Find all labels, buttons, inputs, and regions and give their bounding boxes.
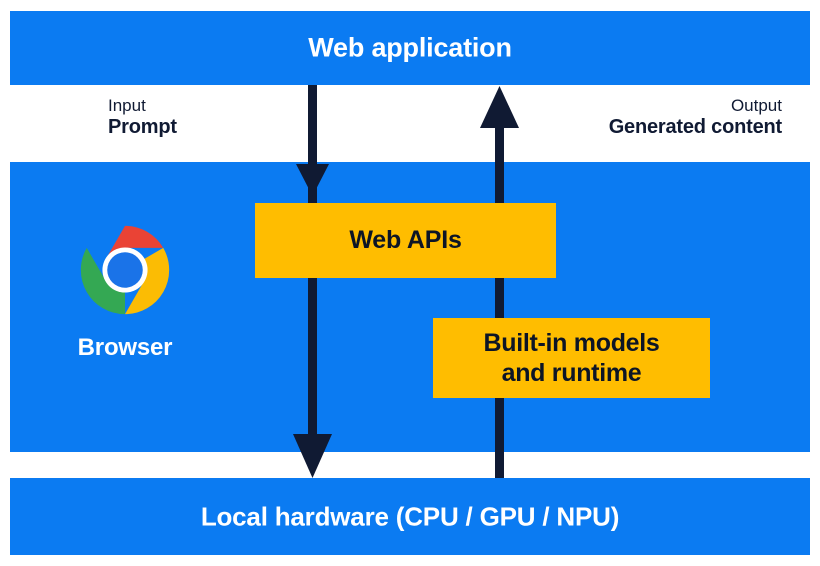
input-value: Prompt (108, 116, 177, 139)
browser-group: Browser (30, 222, 220, 362)
chrome-logo-icon (80, 225, 170, 315)
input-flow-label: Input Prompt (108, 96, 177, 140)
box-builtin-models[interactable]: Built-in models and runtime (433, 318, 710, 398)
box-builtin-models-text: Built-in models and runtime (483, 328, 659, 389)
browser-label: Browser (77, 334, 173, 361)
box-web-apis-label: Web APIs (349, 226, 462, 255)
band-web-application: Web application (10, 11, 810, 85)
output-kicker: Output (730, 96, 782, 115)
input-kicker: Input (108, 96, 146, 115)
output-flow-label: Output Generated content (608, 96, 783, 140)
output-value: Generated content (608, 116, 783, 139)
box-builtin-models-line1: Built-in models (483, 328, 660, 357)
box-builtin-models-line2: and runtime (501, 359, 642, 387)
band-local-hardware-label: Local hardware (CPU / GPU / NPU) (200, 501, 620, 531)
band-web-application-label: Web application (308, 32, 512, 63)
band-local-hardware: Local hardware (CPU / GPU / NPU) (10, 478, 810, 555)
box-web-apis[interactable]: Web APIs (255, 203, 556, 278)
